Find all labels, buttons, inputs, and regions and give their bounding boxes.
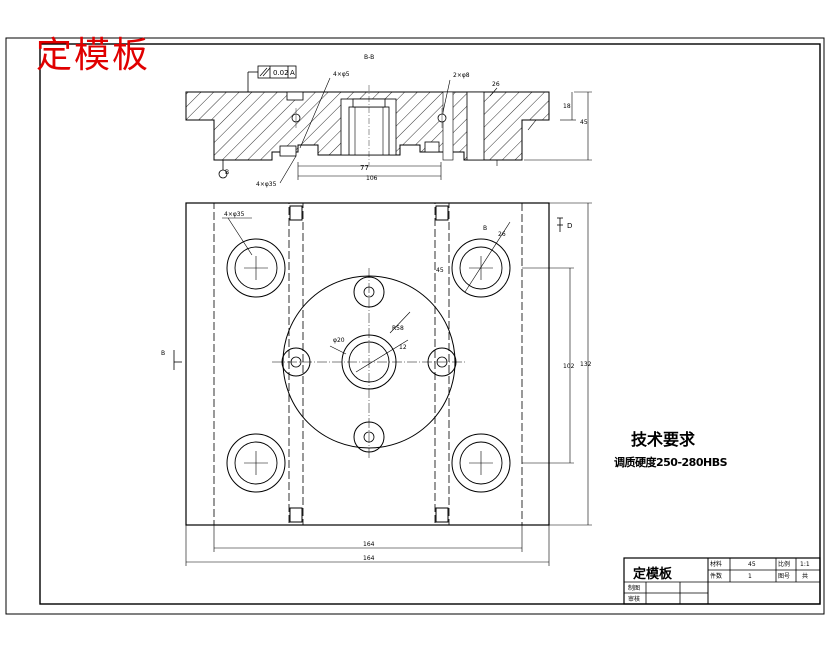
- title-block: [623, 557, 821, 605]
- inner-border: [39, 43, 821, 605]
- sheet-label: 共: [802, 572, 808, 580]
- screw-holes-top-label: 4×φ5: [333, 71, 350, 78]
- section-arrow-b: B: [161, 350, 165, 357]
- flatness-datum: A: [290, 69, 295, 77]
- dim-r58: R58: [392, 325, 404, 332]
- section-label: B-B: [364, 54, 374, 61]
- pin-holes-label: 2×φ8: [453, 72, 470, 79]
- dim-18: 18: [563, 103, 571, 110]
- material-value: 45: [748, 561, 756, 568]
- dim-12: 12: [399, 344, 407, 351]
- material-label: 材料: [710, 560, 722, 568]
- dim-132: 132: [580, 361, 592, 368]
- dim-phi20: φ20: [333, 337, 345, 344]
- dim-106: 106: [366, 175, 378, 182]
- dim-45-plan: 45: [436, 267, 444, 274]
- scale-value: 1:1: [800, 561, 810, 568]
- label-b-plan: B: [483, 225, 487, 232]
- dim-164-a: 164: [363, 541, 375, 548]
- dim-26: 26: [492, 81, 500, 88]
- plan-view: [185, 202, 550, 526]
- part-name: 定模板: [633, 567, 673, 582]
- screws-bottom-label: 4×φ35: [256, 181, 277, 188]
- flatness-value: 0.02: [273, 69, 289, 77]
- datum-d: D: [567, 222, 572, 230]
- qty-value: 1: [748, 573, 752, 580]
- dim-164-b: 164: [363, 555, 375, 562]
- dim-45: 45: [580, 119, 588, 126]
- qty-label: 件数: [710, 572, 722, 580]
- drawing-banner-title: 定模板: [36, 35, 151, 76]
- checked-label: 审核: [628, 595, 640, 603]
- tech-requirements-note: 调质硬度250-280HBS: [614, 456, 728, 469]
- drawn-label: 制图: [628, 584, 640, 592]
- drawing-no-label: 图号: [778, 573, 790, 580]
- dim-102: 102: [563, 363, 575, 370]
- outer-border: [5, 37, 825, 615]
- counterbore-label: 4×φ35: [224, 211, 245, 218]
- section-view: [185, 85, 550, 165]
- flatness-callout: [247, 65, 297, 92]
- scale-label: 比例: [778, 560, 790, 568]
- dim-77: 77: [360, 164, 369, 172]
- tech-requirements-title: 技术要求: [631, 430, 696, 449]
